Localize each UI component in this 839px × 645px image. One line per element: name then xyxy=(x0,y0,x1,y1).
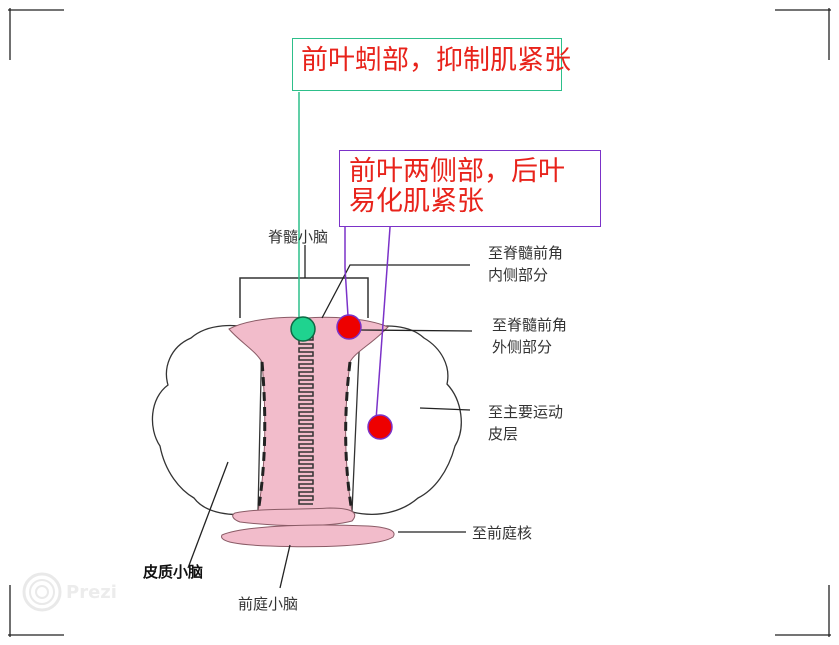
cerebrum-lobe-right xyxy=(351,325,462,515)
vestibulocerebellum-lobe xyxy=(221,524,395,548)
label-lateral-line2: 外侧部分 xyxy=(492,338,553,356)
label-cerebrocerebellum: 皮质小脑 xyxy=(143,563,204,581)
dashed-boundary-right xyxy=(344,361,354,513)
dashed-boundary-left xyxy=(256,361,267,513)
leader-motor xyxy=(419,407,471,411)
label-motor-line2: 皮层 xyxy=(488,425,519,443)
prezi-logo-icon xyxy=(22,572,62,612)
cerebrum-lobe-left xyxy=(151,324,263,516)
label-medial-line2: 内侧部分 xyxy=(488,266,549,284)
connector-lateral-lower xyxy=(375,199,393,421)
marker-red-lower xyxy=(367,414,393,440)
callout-lateral: 前叶两侧部，后叶 易化肌紧张 xyxy=(339,150,601,227)
label-vestibular-nucleus: 至前庭核 xyxy=(472,524,533,542)
leader-cerebrocerebellum xyxy=(187,461,229,569)
callout-vermis-text: 前叶蚓部，抑制肌紧张 xyxy=(301,45,571,76)
callout-vermis: 前叶蚓部，抑制肌紧张 xyxy=(292,38,571,91)
spinocerebellum-box xyxy=(239,277,369,318)
vermis-folia xyxy=(298,327,314,505)
prezi-watermark: Prezi xyxy=(22,572,117,612)
label-lateral-line1: 至脊髓前角 xyxy=(492,316,568,334)
lower-lobe xyxy=(232,507,356,527)
connector-lateral-upper xyxy=(344,227,349,317)
cerebellum-diagram xyxy=(151,92,473,589)
leader-vestibulocerebellum xyxy=(279,544,291,589)
callout-lateral-line1: 前叶两侧部，后叶 xyxy=(349,156,565,187)
leader-medial xyxy=(321,264,470,319)
label-vestibulocerebellum: 前庭小脑 xyxy=(238,595,299,613)
label-motor-line1: 至主要运动 xyxy=(488,403,564,421)
callout-lateral-line2: 易化肌紧张 xyxy=(349,186,484,217)
leader-lateral xyxy=(359,329,473,332)
label-medial-line1: 至脊髓前角 xyxy=(488,244,564,262)
marker-red-upper xyxy=(336,314,362,340)
label-spinocerebellum: 脊髓小脑 xyxy=(268,228,329,246)
prezi-wordmark: Prezi xyxy=(66,581,117,603)
marker-green xyxy=(290,316,316,342)
